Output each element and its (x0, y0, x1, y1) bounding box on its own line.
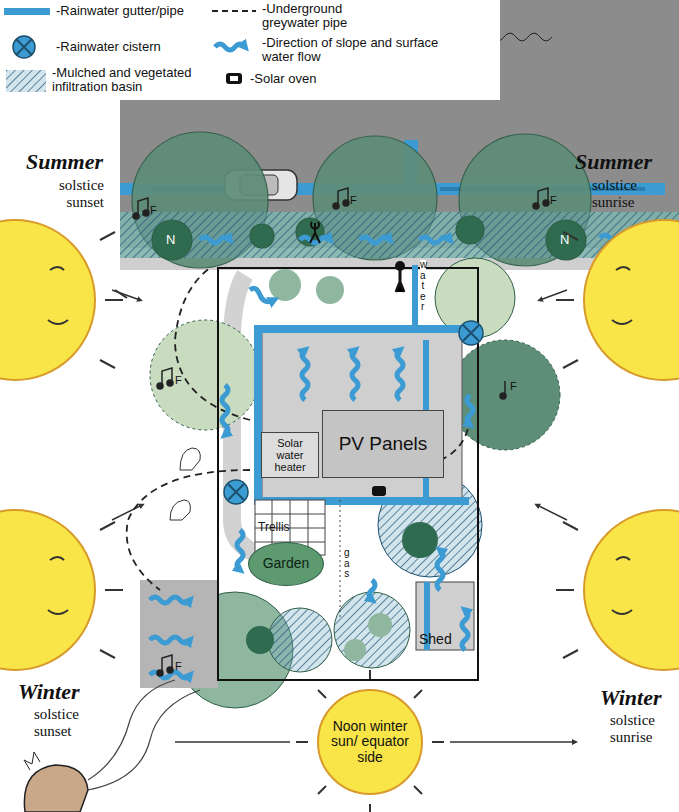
map-label: F (510, 380, 517, 392)
pv-panel-box: PV Panels (322, 410, 444, 478)
solar-water-heater-box: Solar water heater (261, 432, 319, 478)
node-text: Garden (263, 556, 310, 571)
garden-bed: Garden (248, 542, 324, 586)
sun-label: Summer (26, 150, 103, 174)
flow-arrows (150, 288, 473, 678)
legend-text: -Underground greywater pipe (262, 2, 382, 31)
suns (0, 220, 679, 812)
map-label: F (350, 194, 357, 206)
sun-label: solstice sunset (40, 177, 104, 210)
shed-box: Shed (416, 582, 474, 650)
legend-text: -Direction of slope and surface water fl… (262, 36, 442, 65)
map-label: F (550, 194, 557, 206)
map-label: F (175, 660, 182, 672)
sun-label: Winter (18, 680, 80, 704)
legend-text: -Rainwater cistern (56, 40, 206, 54)
node-text: Solar water heater (265, 437, 315, 473)
sun-label: solstice sunrise (592, 177, 662, 210)
pipe-label: gas (344, 548, 350, 580)
sun-label: Summer (575, 150, 652, 174)
legend-text: -Mulched and vegetated infiltration basi… (52, 66, 212, 95)
street-trees (120, 132, 679, 268)
pipe-label: water (420, 260, 426, 313)
sun-label: Winter (600, 686, 662, 710)
legend-text: -Rainwater gutter/pipe (56, 4, 206, 18)
map-label: N (166, 233, 175, 247)
sun-label: solstice sunset (34, 706, 98, 739)
sun-label: solstice sunrise (610, 712, 676, 745)
node-text: Trellis (258, 521, 290, 534)
map-label: F (150, 204, 157, 216)
legend-samples (0, 0, 500, 100)
bird-song-notes (133, 188, 549, 676)
node-text: PV Panels (339, 434, 428, 455)
node-text: Noon winter sun/ equator side (328, 719, 412, 765)
noon-sun-circle: Noon winter sun/ equator side (320, 692, 420, 792)
map-label: N (560, 233, 569, 247)
legend-text: -Solar oven (250, 72, 370, 86)
lot (127, 222, 560, 708)
map-label: F (175, 374, 182, 386)
node-text: Shed (419, 632, 452, 647)
